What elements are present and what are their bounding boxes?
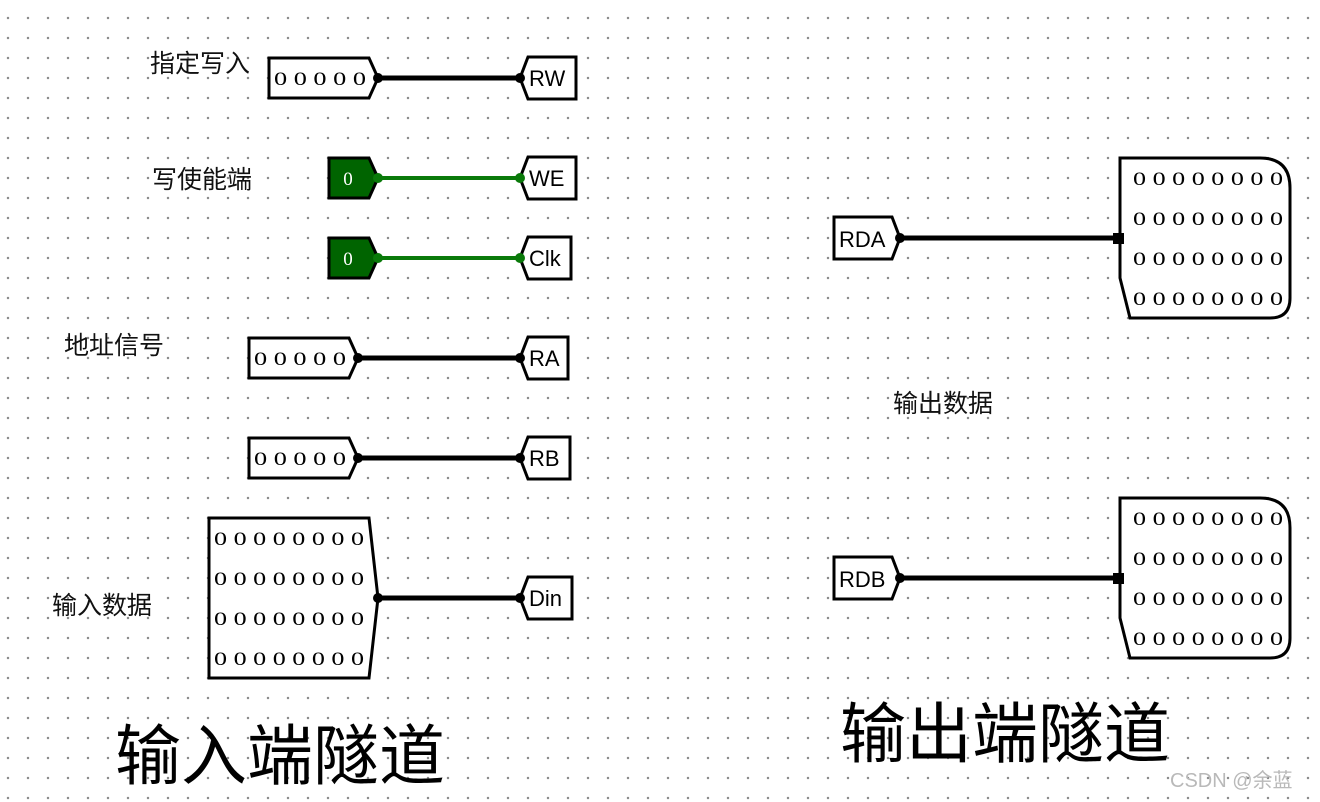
pin-rw[interactable]: 0 0 0 0 0	[267, 56, 380, 100]
pin-clk[interactable]: 0	[327, 236, 380, 280]
din-row: 0 0 0 0 0 0 0 0	[214, 569, 364, 590]
label-write-address: 指定写入	[150, 49, 251, 78]
dot	[515, 173, 525, 183]
title-output-tunnels: 输出端隧道	[840, 696, 1170, 773]
title-input-tunnels: 输入端隧道	[115, 718, 445, 795]
tunnel-clk-label: Clk	[529, 246, 562, 271]
dot	[515, 253, 525, 263]
dot	[353, 353, 363, 363]
rdb-row: 0 0 0 0 0 0 0 0	[1133, 589, 1283, 610]
tunnel-rdb-label: RDB	[839, 567, 885, 592]
pin-rw-value: 0 0 0 0 0	[274, 69, 366, 90]
pin-din[interactable]: 0 0 0 0 0 0 0 0 0 0 0 0 0 0 0 0 0 0 0 0 …	[207, 516, 380, 680]
rdb-row: 0 0 0 0 0 0 0 0	[1133, 549, 1283, 570]
dot	[515, 73, 525, 83]
label-address-signal: 地址信号	[64, 331, 165, 360]
pin-we[interactable]: 0	[327, 156, 380, 200]
label-output-data: 输出数据	[893, 389, 994, 418]
tunnel-clk[interactable]: Clk	[518, 235, 573, 281]
dot	[895, 573, 905, 583]
tunnel-rda-label: RDA	[839, 227, 886, 252]
dot	[895, 233, 905, 243]
tunnel-rw-label: RW	[529, 66, 565, 91]
watermark: CSDN @余蓝	[1170, 770, 1293, 792]
pin-rb-value: 0 0 0 0 0	[254, 449, 346, 470]
probe-rda[interactable]: 0 0 0 0 0 0 0 0 0 0 0 0 0 0 0 0 0 0 0 0 …	[1113, 156, 1292, 320]
dot	[353, 453, 363, 463]
probe-rdb-port	[1113, 573, 1124, 584]
rda-row: 0 0 0 0 0 0 0 0	[1133, 209, 1283, 230]
rda-row: 0 0 0 0 0 0 0 0	[1133, 169, 1283, 190]
dot	[373, 73, 383, 83]
tunnel-we-label: WE	[529, 166, 564, 191]
tunnel-ra[interactable]: RA	[518, 335, 570, 381]
tunnel-din[interactable]: Din	[518, 575, 574, 621]
probe-rdb[interactable]: 0 0 0 0 0 0 0 0 0 0 0 0 0 0 0 0 0 0 0 0 …	[1113, 496, 1292, 660]
dot	[373, 173, 383, 183]
pin-ra[interactable]: 0 0 0 0 0	[247, 336, 360, 380]
tunnel-we[interactable]: WE	[518, 155, 578, 201]
dot	[515, 453, 525, 463]
dot	[373, 593, 383, 603]
wires	[358, 75, 1118, 601]
pin-clk-value: 0	[343, 249, 353, 270]
pin-we-value: 0	[343, 169, 353, 190]
rda-row: 0 0 0 0 0 0 0 0	[1133, 249, 1283, 270]
tunnel-rb[interactable]: RB	[518, 435, 572, 481]
rdb-row: 0 0 0 0 0 0 0 0	[1133, 509, 1283, 530]
dot	[373, 253, 383, 263]
dot	[515, 353, 525, 363]
dot	[515, 593, 525, 603]
label-write-enable: 写使能端	[152, 165, 253, 194]
tunnel-rda[interactable]: RDA	[832, 215, 902, 261]
rdb-row: 0 0 0 0 0 0 0 0	[1133, 629, 1283, 650]
rda-row: 0 0 0 0 0 0 0 0	[1133, 289, 1283, 310]
tunnel-ra-label: RA	[529, 346, 560, 371]
din-row: 0 0 0 0 0 0 0 0	[214, 529, 364, 550]
tunnel-rdb[interactable]: RDB	[832, 555, 902, 601]
din-row: 0 0 0 0 0 0 0 0	[214, 649, 364, 670]
connection-dots	[353, 73, 905, 603]
tunnel-rw[interactable]: RW	[518, 55, 578, 101]
label-input-data: 输入数据	[52, 591, 153, 620]
tunnel-rb-label: RB	[529, 446, 560, 471]
probe-rda-port	[1113, 233, 1124, 244]
pin-ra-value: 0 0 0 0 0	[254, 349, 346, 370]
pin-rb[interactable]: 0 0 0 0 0	[247, 436, 360, 480]
tunnel-din-label: Din	[529, 586, 562, 611]
din-row: 0 0 0 0 0 0 0 0	[214, 609, 364, 630]
